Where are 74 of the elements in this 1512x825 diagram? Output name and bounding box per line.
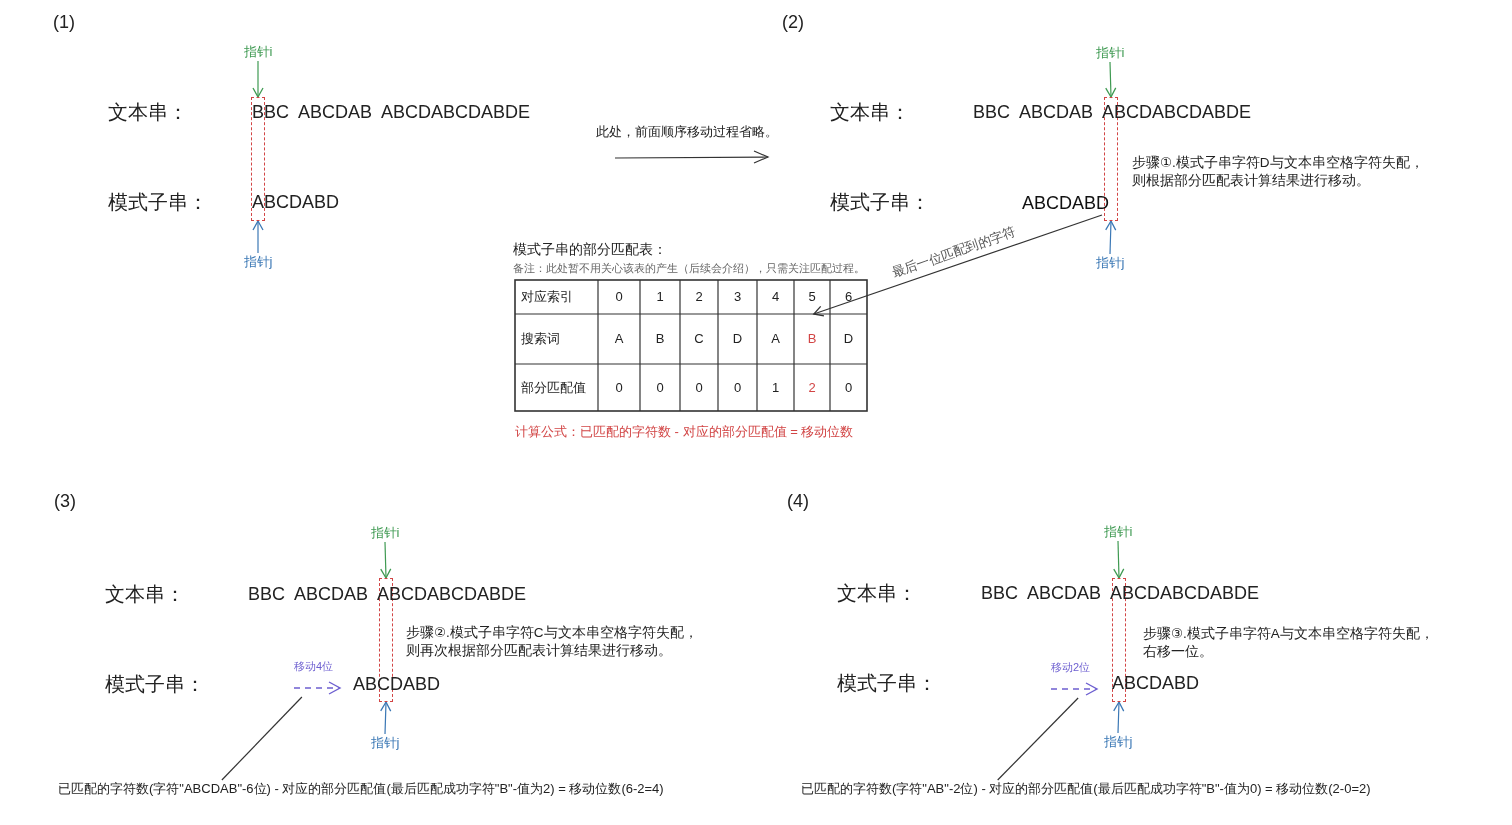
step-note: 步骤①.模式子串字符D与文本串空格字符失配，则根据部分匹配表计算结果进行移动。 <box>1132 154 1425 190</box>
pointer-label: 指针j <box>238 253 278 271</box>
arrow <box>252 60 264 98</box>
table-value: 2 <box>807 379 817 397</box>
arrow <box>813 214 1103 317</box>
pointer-label: 指针i <box>1098 523 1138 541</box>
text-string: BBC ABCDAB ABCDABCDABDE <box>981 582 1260 605</box>
table-value: 4 <box>770 288 781 306</box>
table-title: 模式子串的部分匹配表： <box>513 240 667 259</box>
table-value: 2 <box>694 288 704 306</box>
table-value: C <box>693 330 705 348</box>
text-string: BBC ABCDAB ABCDABCDABDE <box>973 101 1252 124</box>
arrow <box>1113 540 1125 579</box>
arrow <box>380 701 392 735</box>
pattern-string: ABCDABD <box>1022 191 1122 215</box>
pointer-label: 指针i <box>238 43 278 61</box>
panel-number: (4) <box>787 490 809 513</box>
string-label: 文本串： <box>108 100 188 125</box>
table-value: A <box>613 330 625 348</box>
table-value: 0 <box>614 379 624 397</box>
table-value: 0 <box>614 288 624 306</box>
pointer-label: 指针i <box>1090 44 1130 62</box>
pointer-label: 指针j <box>1090 254 1130 272</box>
string-label: 模式子串： <box>105 672 205 697</box>
table-value: 0 <box>655 379 665 397</box>
table-value: 0 <box>694 379 704 397</box>
table-value: 0 <box>732 379 743 397</box>
pointer-label: 指针j <box>365 734 405 752</box>
arrow <box>1113 701 1125 734</box>
table-value: 6 <box>843 288 854 306</box>
panel-number: (2) <box>782 11 804 34</box>
table-value: A <box>770 330 781 348</box>
shift-label: 移动2位 <box>1051 660 1091 674</box>
leader-line <box>997 697 1079 781</box>
formula-text: 计算公式：已匹配的字符数 - 对应的部分匹配值 = 移动位数 <box>515 424 854 441</box>
table-value: 3 <box>732 288 743 306</box>
string-label: 模式子串： <box>108 190 208 215</box>
pattern-string: ABCDABD <box>353 673 441 696</box>
text-string: BBC ABCDAB ABCDABCDABDE <box>252 101 531 124</box>
table-value: 1 <box>655 288 665 306</box>
table-value: B <box>654 330 666 348</box>
row-header: 部分匹配值 <box>521 379 587 397</box>
table-value: D <box>842 330 855 348</box>
pointer-label: 指针j <box>1098 733 1138 751</box>
pattern-string: ABCDABD <box>1112 672 1200 695</box>
row-header: 搜索词 <box>521 330 561 348</box>
panel-number: (1) <box>53 11 75 34</box>
note-text: 此处，前面顺序移动过程省略。 <box>596 124 778 141</box>
shift-label: 移动4位 <box>294 659 334 673</box>
table-value: B <box>794 314 830 364</box>
table-value: 1 <box>770 379 781 397</box>
string-label: 文本串： <box>830 100 910 125</box>
arrow <box>380 541 392 579</box>
step-note: 步骤③.模式子串字符A与文本串空格字符失配，右移一位。 <box>1143 625 1435 661</box>
arrow <box>1105 220 1117 255</box>
step-note: 步骤②.模式子串字符C与文本串空格字符失配，则再次根据部分匹配表计算结果进行移动。 <box>406 624 699 660</box>
pattern-string: ABCDABD <box>252 191 340 214</box>
leader-line <box>221 696 303 781</box>
text-string: BBC ABCDAB ABCDABCDABDE <box>248 583 527 606</box>
string-label: 模式子串： <box>830 190 930 215</box>
arrow <box>1105 61 1117 98</box>
formula-note: 已匹配的字符数(字符"ABCDAB"-6位) - 对应的部分匹配值(最后匹配成功字符"B"-值为2) = 移动位数(6-2=4) <box>58 780 738 798</box>
panel-number: (3) <box>54 490 76 513</box>
row-header: 对应索引 <box>521 288 574 306</box>
pointer-label: 指针i <box>365 524 405 542</box>
table-value: 5 <box>807 288 817 306</box>
string-label: 文本串： <box>105 582 185 607</box>
arrow <box>252 220 264 254</box>
table-value: D <box>731 330 744 348</box>
formula-note: 已匹配的字符数(字符"AB"-2位) - 对应的部分匹配值(最后匹配成功字符"B"-值为0) = 移动位数(2-0=2) <box>801 780 1501 798</box>
table-note: 备注：此处暂不用关心该表的产生（后续会介绍），只需关注匹配过程。 <box>513 261 865 276</box>
string-label: 文本串： <box>837 581 917 606</box>
table-value: 0 <box>843 379 854 397</box>
string-label: 模式子串： <box>837 671 937 696</box>
